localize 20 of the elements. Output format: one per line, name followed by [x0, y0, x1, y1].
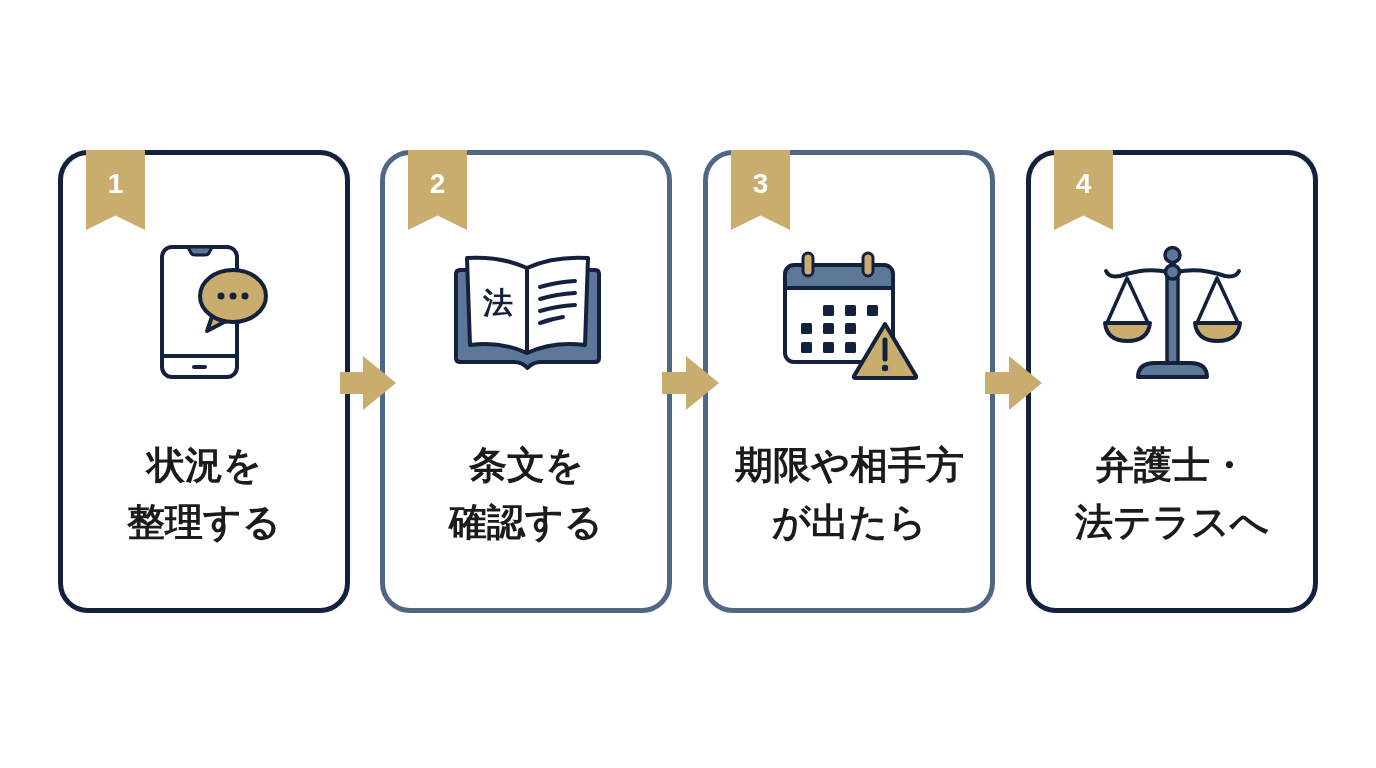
- step-number: 4: [1075, 167, 1092, 201]
- arrow: [985, 356, 1042, 410]
- step-number: 1: [107, 167, 124, 201]
- step-title: 条文を確認する: [449, 442, 603, 546]
- step-card: [380, 150, 672, 613]
- step-title: 状況を整理する: [127, 442, 281, 546]
- step-number: 2: [429, 167, 446, 201]
- bookmark-ribbon: [1054, 150, 1113, 230]
- step-title: 期限や相手方が出たら: [734, 442, 964, 546]
- bookmark-ribbon: [408, 150, 467, 230]
- step-card: [1026, 150, 1318, 613]
- book-page-text: 法: [482, 285, 514, 321]
- step-card: [58, 150, 350, 613]
- bookmark-ribbon: [731, 150, 790, 230]
- step-title: 弁護士・法テラスへ: [1075, 442, 1269, 546]
- step-card: [703, 150, 995, 613]
- step-number: 3: [752, 167, 769, 201]
- arrow: [662, 356, 719, 410]
- arrow: [340, 356, 396, 410]
- bookmark-ribbon: [86, 150, 145, 230]
